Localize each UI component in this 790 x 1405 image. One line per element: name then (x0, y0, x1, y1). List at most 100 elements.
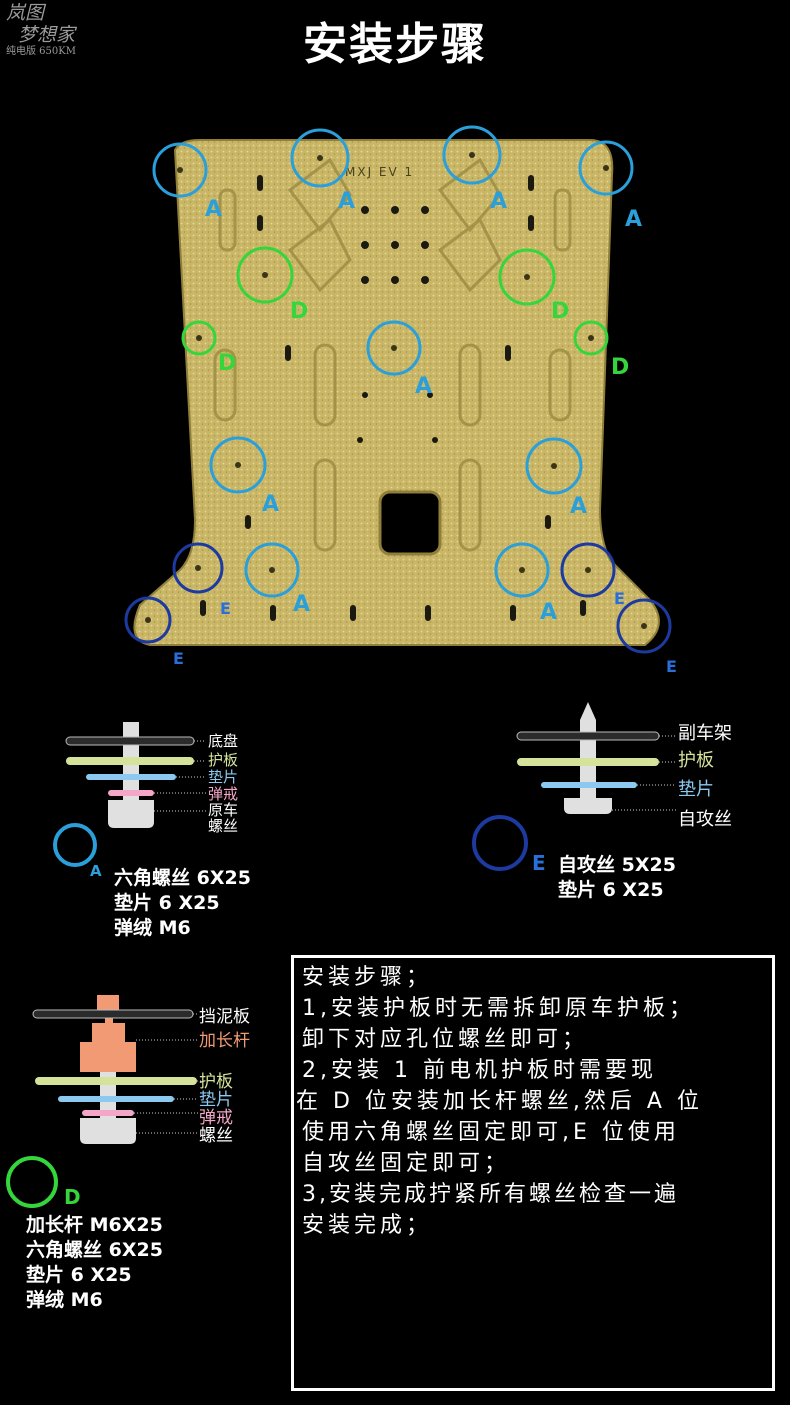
marker-ring-a (525, 437, 583, 495)
marker-label-e: E (173, 649, 184, 668)
diagram-d-label-fender: 挡泥板 (199, 1007, 250, 1027)
marker-label-e: E (220, 599, 231, 618)
marker-label-e: E (666, 657, 677, 676)
diagram-a-label-original: 原车 (208, 801, 239, 819)
diagram-d-label-screw: 螺丝 (199, 1126, 233, 1146)
marker-ring-d (573, 320, 609, 356)
marker-ring-e (560, 542, 616, 598)
marker-ring-a (494, 542, 550, 598)
bolt-hole (519, 567, 525, 573)
marker-label-a: A (540, 600, 557, 625)
marker-ring-a (366, 320, 422, 376)
marker-label-d: D (290, 299, 308, 324)
bolt-hole (469, 152, 475, 158)
instruction-line-7: 自攻丝固定即可； (302, 1151, 511, 1176)
diagram-e-marker: E (532, 851, 546, 875)
diagram-a-spec-3: 弹绒 M6 (114, 917, 191, 939)
bolt-hole (585, 567, 591, 573)
diagram-a-spec-2: 垫片 6 X25 (114, 892, 220, 914)
diagram-a-spec-1: 六角螺丝 6X25 (114, 867, 251, 889)
marker-ring-e (616, 598, 672, 654)
diagram-d-label-washer: 垫片 (199, 1090, 233, 1110)
diagram-e-label-screw: 自攻丝 (678, 809, 732, 830)
instruction-line-3: 卸下对应孔位螺丝即可； (302, 1027, 589, 1052)
diagram-d-spec-2: 六角螺丝 6X25 (26, 1239, 163, 1261)
marker-label-a: A (338, 189, 355, 214)
marker-label-d: D (611, 355, 629, 380)
diagram-e-label-plate: 护板 (678, 750, 714, 771)
diagram-a-label-screw: 螺丝 (208, 817, 239, 835)
bolt-hole (269, 567, 275, 573)
diagram-e-label-subframe: 副车架 (678, 723, 732, 744)
bolt-hole (641, 623, 647, 629)
marker-label-d: D (218, 351, 236, 376)
page-title: 安装步骤 (303, 19, 487, 70)
marker-ring-a (244, 542, 300, 598)
plate-stamp: MXJ EV 1 (345, 165, 414, 179)
marker-ring-e (124, 596, 172, 644)
position-markers: A A A A D D D D A A A A A E E E E (124, 125, 677, 676)
marker-ring-d (181, 320, 217, 356)
diagram-a-label-plate: 护板 (208, 751, 239, 769)
diagram-d-spec-1: 加长杆 M6X25 (26, 1214, 163, 1236)
watermark: 岚图 梦想家 纯电版 650KM (6, 2, 76, 58)
instructions-box: 安装步骤； 1,安装护板时无需拆卸原车护板； 卸下对应孔位螺丝即可； 2,安装 … (291, 955, 775, 1391)
watermark-line-2: 梦想家 (18, 24, 76, 46)
diagram-e-label-washer: 垫片 (678, 779, 714, 800)
diagram-a-label-washer: 垫片 (208, 768, 239, 786)
instruction-line-2: 1,安装护板时无需拆卸原车护板； (302, 996, 695, 1021)
diagram-e-spec-1: 自攻丝 5X25 (558, 854, 676, 876)
diagram-a-marker: A (90, 862, 102, 880)
watermark-line-3: 纯电版 650KM (6, 46, 76, 57)
instruction-line-5: 在 D 位安装加长杆螺丝,然后 A 位 (296, 1089, 703, 1114)
diagram-a-label-chassis: 底盘 (208, 732, 239, 750)
diagram-d-spec-4: 弹绒 M6 (26, 1289, 103, 1311)
bolt-hole (524, 274, 530, 280)
diagram-d-label-rod: 加长杆 (199, 1031, 250, 1051)
marker-ring-a (290, 128, 350, 188)
instruction-line-4: 2,安装 1 前电机护板时需要现 (302, 1058, 657, 1083)
diagram-d-label-spring: 弹戒 (199, 1108, 233, 1128)
marker-label-a: A (205, 197, 222, 222)
diagram-d-marker: D (64, 1185, 81, 1209)
marker-label-e: E (614, 589, 625, 608)
marker-label-a: A (490, 189, 507, 214)
bolt-hole (196, 335, 202, 341)
bolt-hole (588, 335, 594, 341)
marker-ring-e (172, 542, 224, 594)
skid-plate-illustration: MXJ EV 1 A A A A D D D D A A A A A E E E E (124, 125, 677, 676)
bolt-hole (551, 463, 557, 469)
bolt-hole (603, 165, 609, 171)
bolt-hole (177, 167, 183, 173)
bolt-hole (262, 272, 268, 278)
watermark-line-1: 岚图 (6, 2, 45, 24)
diagram-d-spec-3: 垫片 6 X25 (26, 1264, 132, 1286)
instruction-line-9: 安装完成； (302, 1213, 433, 1238)
diagram-e-spec-2: 垫片 6 X25 (558, 879, 664, 901)
marker-label-a: A (293, 592, 310, 617)
marker-label-a: A (262, 492, 279, 517)
bolt-hole (391, 345, 397, 351)
instruction-line-6: 使用六角螺丝固定即可,E 位使用 (302, 1120, 680, 1145)
marker-ring-d (236, 246, 294, 304)
marker-ring-a (152, 142, 208, 198)
marker-label-a: A (625, 207, 642, 232)
marker-ring-a (442, 125, 502, 185)
marker-label-a: A (415, 374, 432, 399)
marker-ring-d (498, 248, 556, 306)
marker-ring-a (578, 140, 634, 196)
marker-label-a: A (570, 494, 587, 519)
instruction-line-1: 安装步骤； (302, 965, 433, 990)
skid-plate-slots (200, 175, 586, 621)
skid-plate-center-hole (378, 490, 442, 556)
bolt-hole (195, 565, 201, 571)
bolt-hole (145, 617, 151, 623)
bolt-hole (317, 155, 323, 161)
marker-label-d: D (551, 299, 569, 324)
diagram-a-label-spring: 弹戒 (208, 785, 239, 803)
diagram-d-label-plate: 护板 (199, 1072, 233, 1092)
instruction-line-8: 3,安装完成拧紧所有螺丝检查一遍 (302, 1182, 679, 1207)
skid-plate-ribs (213, 157, 572, 552)
bolt-hole (235, 462, 241, 468)
marker-ring-a (209, 436, 267, 494)
